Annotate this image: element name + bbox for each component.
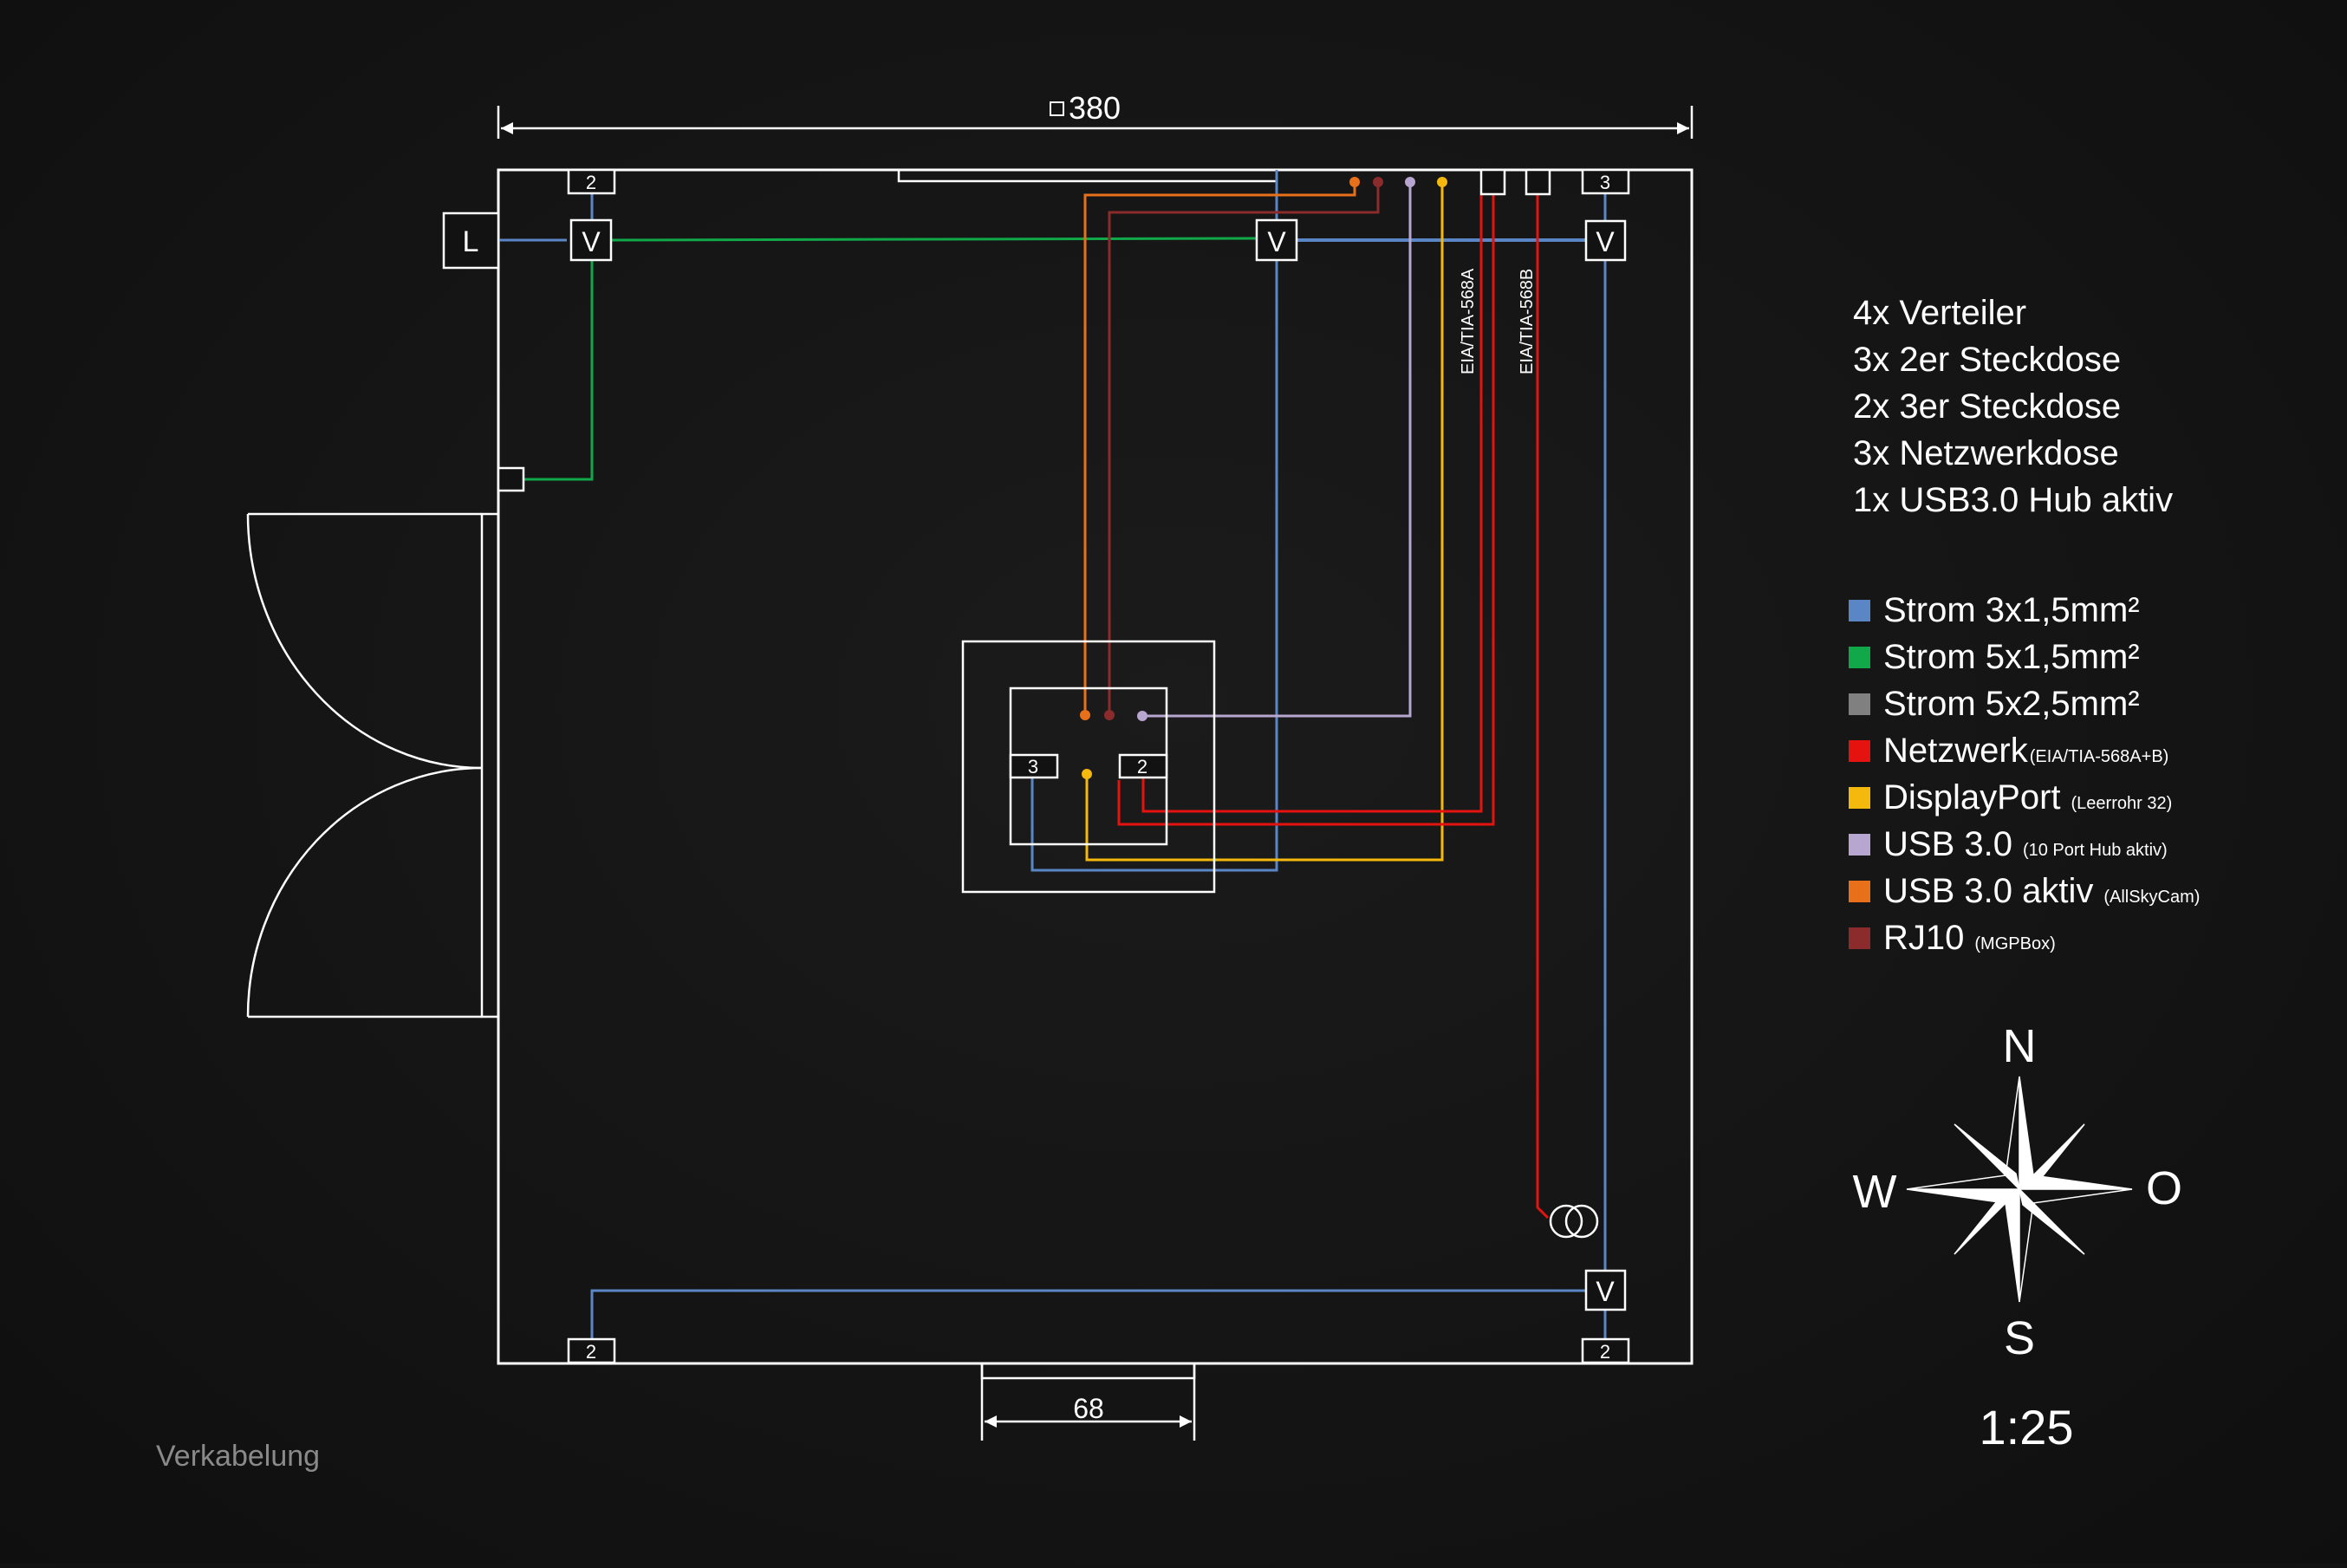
square-symbol-icon	[1050, 101, 1064, 116]
wiring	[498, 170, 1607, 1342]
legend: Strom 3x1,5mm² Strom 5x1,5mm² Strom 5x2,5m…	[1849, 591, 2200, 957]
socket-outlet-3: 3	[1009, 753, 1059, 779]
compass-rose-icon	[1906, 1076, 2133, 1303]
wire-strom-5x15	[523, 255, 594, 481]
wall-switch-box	[497, 466, 525, 492]
legend-label: Netzwerk	[1883, 732, 2029, 770]
wire-strom-5x15	[608, 237, 1257, 242]
distributor-box: V	[1255, 218, 1298, 262]
legend-item: Strom 3x1,5mm²	[1849, 591, 2140, 629]
legend-item: Strom 5x1,5mm²	[1849, 638, 2140, 676]
legend-swatch	[1849, 881, 1870, 902]
legend-note: (AllSkyCam)	[2103, 888, 2200, 907]
wire-network	[1536, 195, 1550, 1220]
legend-swatch	[1849, 834, 1870, 856]
legend-item: Strom 5x2,5mm²	[1849, 685, 2140, 723]
legend-label: Strom 5x1,5mm²	[1883, 638, 2140, 676]
wire-displayport	[1085, 185, 1444, 862]
network-socket-568b	[1525, 168, 1551, 196]
wire-usb	[1142, 185, 1412, 718]
wire-rj10	[1108, 185, 1380, 715]
legend-item: RJ10 (MGPBox)	[1849, 919, 2056, 957]
wire-network	[1117, 195, 1495, 826]
compass-north: N	[2003, 1020, 2037, 1072]
legend-note: (10 Port Hub aktiv)	[2023, 841, 2168, 860]
wire-strom-3x15	[590, 1289, 1587, 1339]
distributor-label: V	[1267, 226, 1286, 257]
legend-label: DisplayPort	[1883, 778, 2061, 817]
socket-outlet-2: 2	[567, 168, 616, 195]
main-panel-box	[442, 211, 500, 270]
legend-item: USB 3.0 (10 Port Hub aktiv)	[1849, 825, 2168, 863]
distributor-box: V	[1584, 219, 1627, 262]
wall-recess-top	[897, 170, 1278, 183]
double-door	[246, 512, 500, 1018]
legend-item: Netzwerk(EIA/TIA-568A+B)	[1849, 732, 2168, 770]
legend-swatch	[1849, 693, 1870, 715]
room-outline	[497, 168, 1694, 1365]
socket-outlet-2: 2	[567, 1337, 616, 1364]
network-label-568b: EIA/TIA-568B	[1518, 269, 1537, 374]
wire-usb-aktiv	[1083, 185, 1356, 715]
legend-label: RJ10	[1883, 919, 1964, 957]
distributor-label: V	[1596, 226, 1615, 257]
svg-text:2: 2	[1600, 1341, 1610, 1363]
socket-outlet-2: 2	[1581, 1337, 1630, 1364]
network-label-568a: EIA/TIA-568A	[1459, 268, 1478, 374]
summary-item: 1x USB3.0 Hub aktiv	[1853, 481, 2173, 519]
socket-outlet-2: 2	[1118, 753, 1168, 779]
summary-item: 2x 3er Steckdose	[1853, 387, 2121, 426]
legend-swatch	[1849, 787, 1870, 809]
camera-icon	[1549, 1204, 1599, 1239]
summary-item: 3x Netzwerkdose	[1853, 434, 2119, 472]
connection-dots	[1080, 177, 1447, 779]
wire-strom-3x15	[1030, 255, 1278, 872]
network-socket-568a	[1479, 168, 1506, 196]
socket-outlet-3: 3	[1581, 168, 1630, 195]
wire-network	[1141, 195, 1483, 813]
summary-item: 4x Verteiler	[1853, 294, 2026, 332]
distributor-label: V	[1596, 1276, 1615, 1307]
main-panel-label: L	[463, 225, 479, 258]
legend-item: USB 3.0 aktiv (AllSkyCam)	[1849, 872, 2200, 910]
plan-title: Verkabelung	[156, 1440, 320, 1473]
dimension-door-label: 68	[1073, 1393, 1104, 1424]
dimension-width-label: 380	[1069, 90, 1121, 126]
pier	[961, 640, 1216, 894]
legend-label: USB 3.0	[1883, 825, 2012, 863]
legend-label: Strom 3x1,5mm²	[1883, 591, 2140, 629]
scale-label: 1:25	[1980, 1400, 2074, 1454]
legend-swatch	[1849, 927, 1870, 949]
svg-text:2: 2	[586, 1341, 596, 1363]
legend-item: DisplayPort (Leerrohr 32)	[1849, 778, 2172, 817]
distributor-box: V	[569, 218, 613, 262]
legend-label: USB 3.0 aktiv	[1883, 872, 2093, 910]
legend-note: (EIA/TIA-568A+B)	[2030, 747, 2169, 766]
summary-list: 4x Verteiler 3x 2er Steckdose 2x 3er Ste…	[1853, 294, 2173, 519]
svg-text:2: 2	[586, 172, 596, 193]
legend-note: (Leerrohr 32)	[2071, 794, 2173, 813]
compass-south: S	[2004, 1312, 2035, 1364]
bottom-wall-opening	[980, 1362, 1196, 1380]
compass-west: W	[1853, 1166, 1897, 1218]
distributor-box: V	[1584, 1269, 1627, 1311]
svg-text:2: 2	[1137, 756, 1147, 777]
legend-swatch	[1849, 740, 1870, 762]
legend-swatch	[1849, 647, 1870, 668]
dimension-width	[497, 106, 1694, 139]
svg-text:3: 3	[1028, 756, 1038, 777]
legend-swatch	[1849, 600, 1870, 621]
distributor-label: V	[582, 226, 601, 257]
compass-east: O	[2146, 1162, 2182, 1214]
legend-label: Strom 5x2,5mm²	[1883, 685, 2140, 723]
svg-text:3: 3	[1600, 172, 1610, 193]
summary-item: 3x 2er Steckdose	[1853, 341, 2121, 379]
legend-note: (MGPBox)	[1974, 934, 2055, 953]
